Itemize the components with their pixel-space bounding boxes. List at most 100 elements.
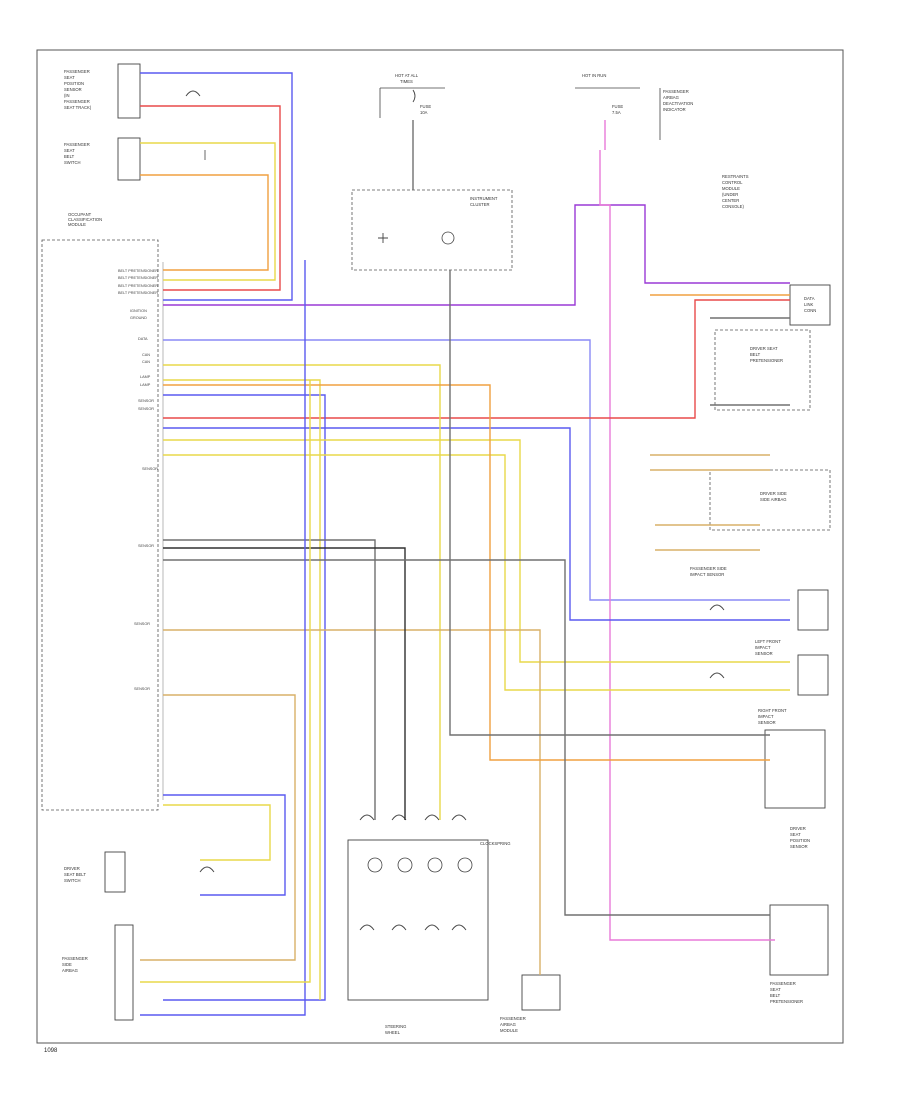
driver-side-airbag: DRIVER SIDE SIDE AIRBAG xyxy=(709,469,831,531)
passenger-side-airbag: PASSENGER SIDE AIRBAG xyxy=(62,924,134,1021)
pin-label: SENSOR xyxy=(138,399,154,403)
restraints-control-module-note: RESTRAINTS CONTROL MODULE (UNDER CENTER … xyxy=(722,174,749,209)
label: PASSENGER SIDE xyxy=(690,566,727,571)
label: BELT xyxy=(770,993,781,998)
pin-label: SENSOR xyxy=(134,687,150,691)
label: LINK xyxy=(804,302,814,307)
pin-label: BELT PRETENSIONER xyxy=(118,284,158,288)
label: DRIVER SEAT xyxy=(750,346,778,351)
pin-label: SENSOR xyxy=(138,407,154,411)
passenger-seat-belt-switch: PASSENGER SEAT BELT SWITCH xyxy=(64,137,206,181)
label: CLOCKSPRING xyxy=(480,841,510,846)
label: CENTER xyxy=(722,198,739,203)
label: WHEEL xyxy=(385,1030,401,1035)
pin-label: CAN xyxy=(142,353,150,357)
label: PASSENGER xyxy=(663,89,689,94)
label: SIDE xyxy=(62,962,72,967)
label: TIMES xyxy=(400,79,413,84)
label: 7.5A xyxy=(612,110,621,115)
label: PASSENGER xyxy=(64,69,90,74)
module-label-1: OCCUPANT xyxy=(68,212,92,217)
module-label-2: CLASSIFICATION xyxy=(68,217,102,222)
label: PASSENGER xyxy=(62,956,88,961)
label: LEFT FRONT xyxy=(755,639,781,644)
instrument-cluster: INSTRUMENT CLUSTER xyxy=(351,189,513,271)
label: RIGHT FRONT xyxy=(758,708,787,713)
fuse-hot-at-all-times: HOT AT ALL TIMES FUSE 10A xyxy=(379,73,445,118)
pin-label: DATA xyxy=(138,337,148,341)
label: HOT AT ALL xyxy=(395,73,419,78)
pin-label: LAMP xyxy=(140,375,151,379)
clockspring: CLOCKSPRING STEERING WHEEL xyxy=(347,814,510,1035)
label: AIRBAG xyxy=(62,968,78,973)
label: SENSOR xyxy=(758,720,776,725)
label: BELT xyxy=(750,352,761,357)
label: DEACTIVATION xyxy=(663,101,693,106)
label: FUSE xyxy=(612,104,623,109)
label: SWITCH xyxy=(64,160,81,165)
label: CONN xyxy=(804,308,816,313)
airbag-control-module: OCCUPANT CLASSIFICATION MODULE xyxy=(41,212,159,811)
pin-label: LAMP xyxy=(140,383,151,387)
driver-seat-position-sensor: DRIVER SEAT POSITION SENSOR xyxy=(790,826,810,849)
label: DRIVER SIDE xyxy=(760,491,787,496)
label: DRIVER xyxy=(790,826,806,831)
label: MODULE xyxy=(500,1028,518,1033)
module-label-3: MODULE xyxy=(68,222,86,227)
label: HOT IN RUN xyxy=(582,73,606,78)
label: PASSENGER xyxy=(64,142,90,147)
module-outline xyxy=(41,239,159,811)
pin-label: CAN xyxy=(142,360,150,364)
label: AIRBAG xyxy=(663,95,679,100)
label: PASSENGER xyxy=(770,981,796,986)
label: FUSE xyxy=(420,104,431,109)
label: CONTROL xyxy=(722,180,743,185)
label: RESTRAINTS xyxy=(722,174,749,179)
module-pin-labels: BELT PRETENSIONER BELT PRETENSIONER BELT… xyxy=(118,269,158,691)
wires xyxy=(140,72,790,1016)
left-front-impact-sensor: LEFT FRONT IMPACT SENSOR xyxy=(709,639,829,696)
label: IMPACT xyxy=(755,645,771,650)
label: PASSENGER xyxy=(500,1016,526,1021)
label: CLUSTER xyxy=(470,202,490,207)
label: 10A xyxy=(420,110,428,115)
label: DRIVER xyxy=(64,866,80,871)
label: SEAT xyxy=(64,148,75,153)
label: MODULE xyxy=(722,186,740,191)
label: SENSOR xyxy=(64,87,82,92)
driver-seat-belt-switch: DRIVER SEAT BELT SWITCH xyxy=(64,851,215,893)
label: STEERING xyxy=(385,1024,406,1029)
label: SEAT xyxy=(790,832,801,837)
pin-label: SENSOR xyxy=(142,467,158,471)
label: POSITION xyxy=(64,81,84,86)
label: IMPACT SENSOR xyxy=(690,572,724,577)
label: POSITION xyxy=(790,838,810,843)
label: DATA xyxy=(804,296,815,301)
label: (IN xyxy=(64,93,70,98)
label: PRETENSIONER xyxy=(750,358,783,363)
pin-label: BELT PRETENSIONER xyxy=(118,269,158,273)
pin-label: SENSOR xyxy=(134,622,150,626)
label: SENSOR xyxy=(755,651,773,656)
label: INDICATOR xyxy=(663,107,686,112)
label: SEAT xyxy=(770,987,781,992)
label: SEAT BELT xyxy=(64,872,86,877)
label: BELT xyxy=(64,154,75,159)
label: PRETENSIONER xyxy=(770,999,803,1004)
label: SEAT xyxy=(64,75,75,80)
passenger-side-impact-sensor: PASSENGER SIDE IMPACT SENSOR xyxy=(690,566,829,631)
label: CONSOLE) xyxy=(722,204,744,209)
pin-label: IGNITION xyxy=(130,309,147,313)
fuse-hot-in-run: HOT IN RUN FUSE 7.5A PASSENGER AIRBAG DE… xyxy=(575,73,693,140)
label: AIRBAG xyxy=(500,1022,516,1027)
passenger-seat-position-sensor: PASSENGER SEAT POSITION SENSOR (IN PASSE… xyxy=(64,63,201,119)
label: (UNDER xyxy=(722,192,738,197)
label: INSTRUMENT xyxy=(470,196,498,201)
driver-seat-belt-pretensioner: DRIVER SEAT BELT PRETENSIONER xyxy=(714,329,811,411)
data-link-connector: DATA LINK CONN xyxy=(789,284,831,326)
label: SWITCH xyxy=(64,878,81,883)
pin-label: SENSOR xyxy=(138,544,154,548)
driver-airbag: PASSENGER AIRBAG MODULE xyxy=(500,974,561,1033)
label: SIDE AIRBAG xyxy=(760,497,787,502)
